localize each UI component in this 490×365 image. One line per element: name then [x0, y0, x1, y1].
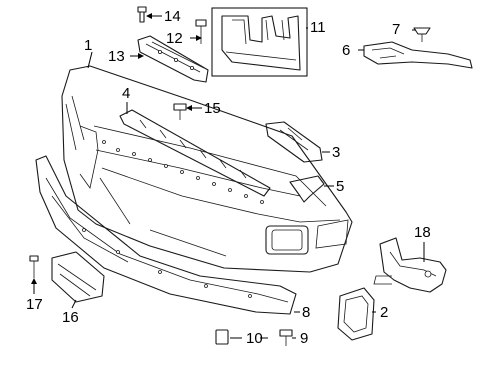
part-11-bracket-kit [211, 7, 308, 77]
callout-15: 15 [204, 100, 221, 117]
part-5-bracket [289, 175, 325, 203]
callout-18: 18 [414, 224, 431, 241]
callout-9: 9 [300, 330, 309, 347]
callout-3: 3 [332, 144, 341, 161]
callout-12: 12 [166, 30, 183, 47]
callout-6: 6 [342, 42, 351, 59]
part-13-bracket [137, 35, 209, 83]
part-17-bolt [29, 255, 39, 278]
part-15-screw [173, 103, 187, 120]
callout-10: 10 [246, 330, 263, 347]
leader-lines [31, 13, 425, 339]
part-14-bolt [137, 6, 147, 23]
part-6-bracket [363, 41, 473, 69]
part-1-front-bumper [61, 65, 353, 273]
callout-8: 8 [302, 304, 311, 321]
callout-14: 14 [164, 8, 181, 25]
part-8-lower-valance [35, 155, 297, 315]
part-18-tow-hook [373, 237, 447, 293]
part-3-bracket [265, 121, 323, 163]
part-12-screw [195, 19, 207, 44]
part-10-clip [215, 329, 229, 345]
part-7-clip [413, 27, 431, 42]
callout-11: 11 [310, 19, 326, 36]
callout-5: 5 [336, 178, 345, 195]
callout-1: 1 [84, 37, 93, 54]
callout-17: 17 [26, 296, 43, 313]
callout-7: 7 [392, 21, 401, 38]
part-16-block [51, 251, 105, 303]
part-9-bolt [279, 329, 293, 346]
callout-16: 16 [62, 309, 79, 326]
callout-4: 4 [122, 85, 131, 102]
part-2-bezel [337, 287, 375, 341]
part-4-reinforcement [119, 109, 271, 197]
callout-13: 13 [108, 48, 125, 65]
callout-2: 2 [380, 304, 389, 321]
